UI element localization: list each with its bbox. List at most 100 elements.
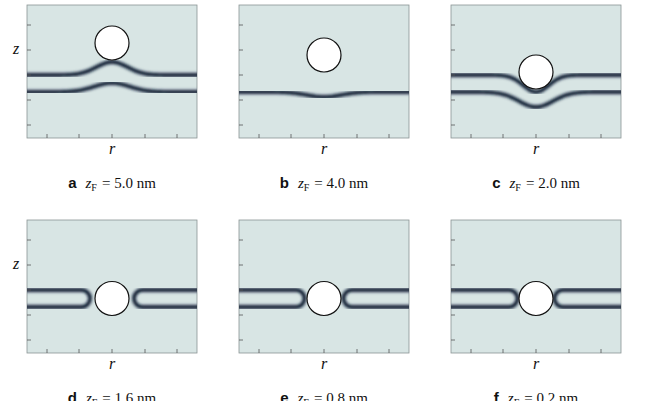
membrane-panel	[447, 5, 625, 138]
leaflet-halo	[451, 92, 621, 107]
axis-tick	[27, 25, 31, 26]
leaflet-halo	[27, 83, 197, 92]
leaflet-halo	[555, 290, 622, 307]
leaflet-halo	[239, 92, 409, 97]
axis-tick	[79, 349, 80, 353]
panel-caption: dzF= 1.6 nm	[2, 389, 222, 401]
axis-tick	[259, 134, 260, 138]
panel-letter: b	[280, 174, 289, 191]
axis-tick	[177, 349, 178, 353]
variable-symbol: z	[298, 175, 304, 191]
axis-label: z	[13, 41, 19, 57]
axis-tick	[239, 315, 243, 316]
axis-tick	[324, 134, 325, 138]
nanoparticle	[307, 38, 341, 72]
axis-tick	[601, 349, 602, 353]
subscript: F	[92, 397, 98, 401]
value-text: = 0.2 nm	[524, 390, 578, 401]
subscript: F	[304, 182, 310, 193]
axis-label: r	[533, 141, 539, 157]
axis-tick	[451, 340, 455, 341]
variable-symbol: z	[510, 175, 516, 191]
axis-label: r	[533, 356, 539, 372]
axis-tick	[536, 349, 537, 353]
subscript: F	[514, 397, 520, 401]
axis-tick	[259, 349, 260, 353]
axis-tick	[239, 340, 243, 341]
axis-tick	[451, 125, 455, 126]
axis-label: r	[321, 356, 327, 372]
axis-label: z	[13, 256, 19, 272]
axis-tick	[47, 134, 48, 138]
leaflet-halo	[451, 290, 518, 307]
axis-tick	[239, 25, 243, 26]
axis-label: r	[109, 141, 115, 157]
membrane-leaflet	[451, 290, 518, 307]
axis-tick	[389, 349, 390, 353]
axis-tick	[27, 315, 31, 316]
subscript: F	[515, 182, 521, 193]
membrane-leaflet	[239, 92, 409, 97]
leaflet-halo	[344, 290, 410, 307]
value-text: = 4.0 nm	[314, 175, 368, 191]
axis-tick	[239, 290, 243, 291]
nanoparticle	[519, 282, 553, 316]
leaflet-halo	[27, 62, 197, 75]
axis-tick	[451, 100, 455, 101]
leaflet-halo	[239, 290, 305, 307]
nanoparticle	[307, 282, 341, 316]
axis-tick	[451, 50, 455, 51]
axis-tick	[47, 349, 48, 353]
membrane-panel	[23, 5, 201, 138]
membrane-panel	[23, 220, 201, 353]
axis-tick	[451, 265, 455, 266]
axis-tick	[471, 134, 472, 138]
axis-tick	[291, 349, 292, 353]
axis-tick	[27, 240, 31, 241]
axis-tick	[239, 50, 243, 51]
membrane-leaflet	[239, 73, 409, 76]
nanoparticle	[95, 282, 129, 316]
axis-tick	[27, 340, 31, 341]
axis-tick	[536, 134, 537, 138]
leaflet-halo	[134, 290, 197, 307]
axis-tick	[112, 134, 113, 138]
membrane-leaflet	[134, 290, 197, 307]
panel-caption: bzF = 4.0 nm	[214, 174, 434, 194]
nanoparticle	[95, 26, 129, 60]
membrane-leaflet	[239, 290, 305, 307]
panel-letter: c	[492, 174, 500, 191]
value-text: = 5.0 nm	[102, 175, 156, 191]
membrane-leaflet	[451, 92, 621, 107]
nanoparticle	[519, 55, 553, 89]
axis-tick	[451, 25, 455, 26]
variable-symbol: z	[86, 175, 92, 191]
membrane-leaflet	[27, 83, 197, 92]
axis-tick	[451, 75, 455, 76]
subscript: F	[91, 182, 97, 193]
axis-tick	[239, 125, 243, 126]
axis-tick	[145, 349, 146, 353]
membrane-panel	[235, 5, 413, 138]
axis-tick	[601, 134, 602, 138]
subscript: F	[303, 397, 309, 401]
axis-tick	[239, 265, 243, 266]
axis-tick	[27, 290, 31, 291]
axis-tick	[451, 240, 455, 241]
membrane-leaflet	[344, 290, 410, 307]
variable-symbol: z	[508, 390, 514, 401]
membrane-panel	[447, 220, 625, 353]
membrane-panel	[235, 220, 413, 353]
axis-tick	[451, 290, 455, 291]
membrane-leaflet	[27, 290, 90, 307]
value-text: = 0.8 nm	[314, 390, 368, 401]
axis-tick	[239, 240, 243, 241]
axis-tick	[79, 134, 80, 138]
axis-tick	[27, 100, 31, 101]
axis-label: r	[109, 356, 115, 372]
membrane-leaflet	[555, 290, 622, 307]
membrane-leaflet	[27, 62, 197, 75]
panel-caption: fzF= 0.2 nm	[426, 389, 646, 401]
axis-label: r	[321, 141, 327, 157]
